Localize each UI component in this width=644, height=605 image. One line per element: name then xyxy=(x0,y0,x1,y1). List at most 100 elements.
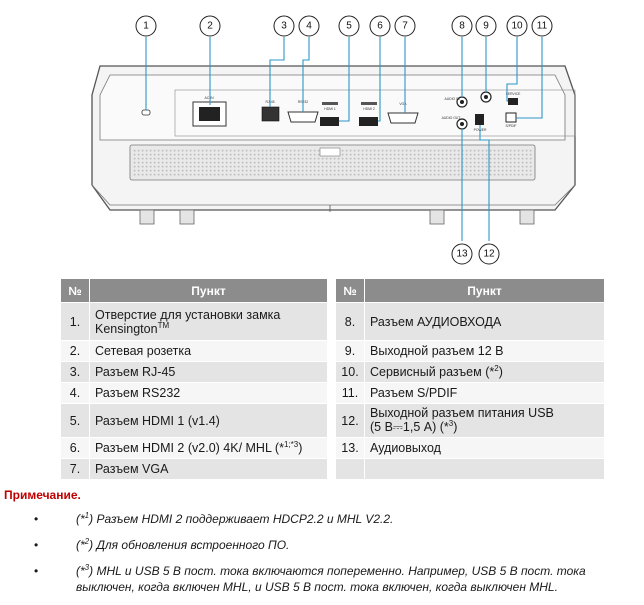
hdmi1-label: HDMI 1 xyxy=(324,107,336,111)
table-row: 2. Сетевая розетка xyxy=(60,340,328,362)
audio-in-label: AUDIO IN xyxy=(444,97,460,101)
callout-11: 11 xyxy=(531,15,553,37)
table-row: 9. Выходной разъем 12 В xyxy=(335,340,605,362)
row-item: Разъем АУДИОВХОДА xyxy=(364,302,605,341)
callout-number: 5 xyxy=(346,21,352,32)
row-num: 2. xyxy=(60,340,90,362)
header-num: № xyxy=(335,278,365,303)
table-row: 10. Сервисный разъем (*2) xyxy=(335,361,605,383)
row-num: 13. xyxy=(335,437,365,459)
row-num: 5. xyxy=(60,403,90,438)
row-item: Разъем S/PDIF xyxy=(364,382,605,404)
row-item: Выходной разъем 12 В xyxy=(364,340,605,362)
vga-port: VGA xyxy=(387,102,419,124)
callout-number: 10 xyxy=(511,21,523,32)
table-row: 3. Разъем RJ-45 xyxy=(60,361,328,383)
header-num: № xyxy=(60,278,90,303)
row-num xyxy=(335,458,365,480)
callout-number: 1 xyxy=(143,21,149,32)
bullet: • xyxy=(34,564,39,578)
header-item: Пункт xyxy=(89,278,328,303)
note-item: • (*3) MHL и USB 5 В пост. тока включают… xyxy=(34,563,586,595)
row-num: 3. xyxy=(60,361,90,383)
table-header: № Пункт xyxy=(335,278,605,303)
row-item: Разъем HDMI 1 (v1.4) xyxy=(89,403,328,438)
row-num: 4. xyxy=(60,382,90,404)
table-row: 8. Разъем АУДИОВХОДА xyxy=(335,302,605,341)
row-item: Отверстие для установки замка Kensington… xyxy=(89,302,328,341)
callout-9: 9 xyxy=(475,15,497,37)
projector-body xyxy=(91,65,576,225)
hdmi1-port: HDMI 1 xyxy=(320,102,339,126)
table-row: 6. Разъем HDMI 2 (v2.0) 4K/ MHL (*1;*3) xyxy=(60,437,328,459)
callout-6: 6 xyxy=(369,15,391,37)
callout-7: 7 xyxy=(394,15,416,37)
callout-13: 13 xyxy=(451,243,473,265)
row-item: Сервисный разъем (*2) xyxy=(364,361,605,383)
audio-out-label: AUDIO OUT xyxy=(442,116,461,120)
foot xyxy=(139,209,155,225)
callout-5: 5 xyxy=(338,15,360,37)
foot xyxy=(519,209,535,225)
callout-3: 3 xyxy=(273,15,295,37)
row-item: Аудиовыход xyxy=(364,437,605,459)
projector-rear-panel-diagram: AC IN RJ-45 RS232 HDMI 1 HDMI 2 VGA AUDI… xyxy=(91,15,576,265)
table-row: 1. Отверстие для установки замка Kensing… xyxy=(60,302,328,341)
connector-table-right: № Пункт 8. Разъем АУДИОВХОДА 9. Выходной… xyxy=(335,278,605,480)
callout-1: 1 xyxy=(135,15,157,37)
row-item xyxy=(364,458,605,480)
row-item: Выходной разъем питания USB(5 В⎓1,5 А) (… xyxy=(364,403,605,438)
table-header: № Пункт xyxy=(60,278,328,303)
row-num: 11. xyxy=(335,382,365,404)
callout-leaders xyxy=(145,37,543,241)
row-num: 7. xyxy=(60,458,90,480)
callout-number: 6 xyxy=(377,21,383,32)
callout-number: 4 xyxy=(306,21,312,32)
callout-8: 8 xyxy=(451,15,473,37)
row-num: 10. xyxy=(335,361,365,383)
row-num: 1. xyxy=(60,302,90,341)
table-row: 12. Выходной разъем питания USB(5 В⎓1,5 … xyxy=(335,403,605,438)
row-num: 9. xyxy=(335,340,365,362)
callout-4: 4 xyxy=(298,15,320,37)
row-item: Разъем VGA xyxy=(89,458,328,480)
foot xyxy=(429,209,445,225)
hdmi2-label: HDMI 2 xyxy=(363,107,375,111)
table-row: 11. Разъем S/PDIF xyxy=(335,382,605,404)
note-title: Примечание. xyxy=(4,488,81,502)
row-item: Разъем RS232 xyxy=(89,382,328,404)
callout-number: 13 xyxy=(456,249,468,260)
row-num: 12. xyxy=(335,403,365,438)
callout-number: 7 xyxy=(402,21,408,32)
callout-number: 12 xyxy=(483,249,495,260)
kensington-lock-slot xyxy=(141,109,151,116)
row-item: Разъем HDMI 2 (v2.0) 4K/ MHL (*1;*3) xyxy=(89,437,328,459)
note-section: Примечание. • (*1) Разъем HDMI 2 поддерж… xyxy=(4,488,634,605)
table-row: 7. Разъем VGA xyxy=(60,458,328,480)
row-item: Сетевая розетка xyxy=(89,340,328,362)
ac-in-label: AC IN xyxy=(204,96,214,100)
row-item: Разъем RJ-45 xyxy=(89,361,328,383)
callout-10: 10 xyxy=(506,15,528,37)
hdmi2-port: HDMI 2 xyxy=(359,102,378,126)
table-row: 4. Разъем RS232 xyxy=(60,382,328,404)
callout-number: 2 xyxy=(207,21,213,32)
connector-table-left: № Пункт 1. Отверстие для установки замка… xyxy=(60,278,328,480)
dc-12v-out-jack xyxy=(480,91,492,103)
bullet: • xyxy=(34,512,39,526)
row-num: 8. xyxy=(335,302,365,341)
callout-2: 2 xyxy=(199,15,221,37)
vga-label: VGA xyxy=(399,102,407,106)
service-port: SERVICE xyxy=(506,92,521,105)
audio-out-jack: AUDIO OUT xyxy=(442,116,468,130)
callout-12: 12 xyxy=(478,243,500,265)
callout-number: 11 xyxy=(537,21,548,32)
callout-number: 8 xyxy=(459,21,465,32)
bullet: • xyxy=(34,538,39,552)
header-item: Пункт xyxy=(364,278,605,303)
spdif-port: S/PDIF xyxy=(505,112,517,128)
callout-number: 9 xyxy=(483,21,489,32)
callout-number: 3 xyxy=(281,21,287,32)
ac-power-socket: AC IN xyxy=(192,96,227,127)
table-row xyxy=(335,458,605,480)
